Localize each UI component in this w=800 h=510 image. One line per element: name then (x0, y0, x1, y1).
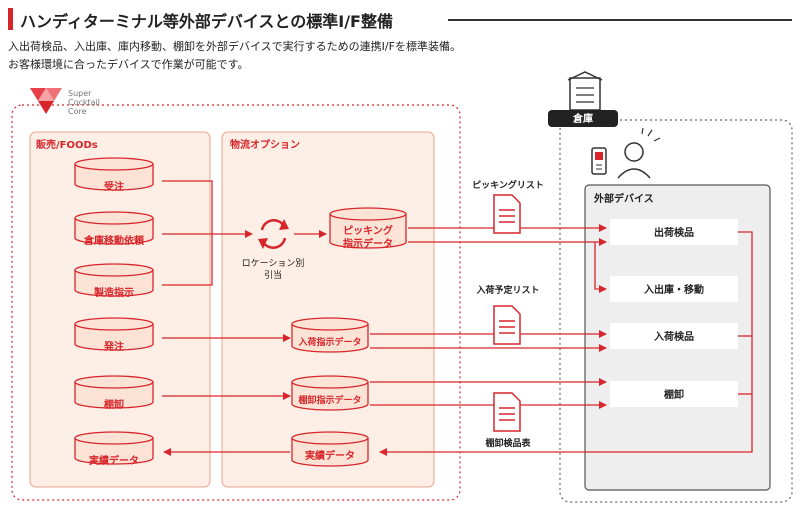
warehouse-transfer-request-label: 倉庫移動依頼 (83, 234, 145, 247)
inventory-check-sheet-label: 棚卸検品表 (485, 437, 531, 449)
logistics-panel-title: 物流オプション (230, 138, 300, 151)
location-allocation-label-2: 引当 (264, 269, 282, 281)
external-device-title: 外部デバイス (593, 192, 654, 205)
sales-results-label: 実績データ (89, 454, 139, 467)
title-underline (448, 19, 792, 21)
device-receiving-inspection-label: 入荷検品 (654, 330, 694, 343)
arrow-to-stock-movement (594, 242, 607, 293)
receiving-label: 入荷指示データ (297, 336, 361, 348)
person-icon (617, 127, 661, 179)
device-inventory: 棚卸 (610, 381, 738, 407)
device-inventory-label: 棚卸 (664, 388, 684, 401)
warehouse-badge (548, 110, 618, 127)
description-line-2: お客様環境に合ったデバイスで作業が可能です。 (8, 58, 249, 71)
system-frame (11, 104, 461, 501)
document-icon (493, 305, 521, 345)
device-stock-movement: 入出庫・移動 (610, 276, 738, 302)
order-manufacturing-bracket (162, 180, 213, 286)
document-icon (493, 194, 521, 234)
sales-results-db: 実績データ (74, 431, 154, 467)
page-title: ハンディターミナル等外部デバイスとの標準I/F整備 (20, 12, 393, 31)
building-icon (567, 71, 603, 111)
manufacturing-order-label: 製造指示 (93, 286, 134, 299)
picking-instruction-db: ピッキング 指示データ (329, 207, 407, 250)
device-receiving-inspection: 入荷検品 (610, 323, 738, 349)
receiving-schedule-list-label: 入荷予定リスト (475, 284, 539, 296)
title-accent-bar (8, 8, 13, 30)
warehouse-label: 倉庫 (572, 112, 593, 125)
device-stock-movement-label: 入出庫・移動 (644, 283, 704, 296)
super-cocktail-core-logo: Super Cocktail Core (30, 88, 100, 116)
inventory-db: 棚卸 (74, 375, 154, 411)
warehouse-frame (559, 119, 793, 503)
device-shipping-inspection: 出荷検品 (610, 219, 738, 245)
purchase-order-db: 発注 (74, 317, 154, 353)
order-label: 受注 (104, 180, 124, 193)
picking-label-2: 指示データ (343, 237, 393, 250)
receiving-instruction-db: 入荷指示データ (291, 317, 369, 353)
logistics-results-label: 実績データ (305, 449, 355, 462)
location-allocation-label-1: ロケーション別 (242, 258, 305, 269)
device-shipping-inspection-label: 出荷検品 (654, 226, 694, 239)
sales-panel-title: 販売/FOODs (36, 138, 98, 151)
handheld-terminal-icon (591, 147, 607, 175)
logo-text-1: Super (68, 89, 92, 98)
logistics-results-db: 実績データ (291, 431, 369, 467)
arrow-devices-to-results (379, 231, 753, 456)
refresh-icon (258, 219, 289, 249)
document-icon (493, 392, 521, 432)
inventory-instruction-label: 棚卸指示データ (298, 394, 361, 406)
purchase-order-label: 発注 (103, 340, 124, 353)
inventory-label: 棚卸 (104, 398, 124, 411)
inventory-instruction-db: 棚卸指示データ (291, 375, 369, 411)
picking-label-1: ピッキング (343, 224, 393, 237)
warehouse-transfer-request-db: 倉庫移動依頼 (74, 211, 154, 247)
logo-text-2: Cocktail (68, 98, 100, 107)
manufacturing-order-db: 製造指示 (74, 263, 154, 299)
logo-text-3: Core (68, 107, 87, 116)
order-db: 受注 (74, 157, 154, 193)
description-line-1: 入出荷検品、入出庫、庫内移動、棚卸を外部デバイスで実行するための連携I/Fを標準… (8, 40, 461, 53)
picking-list-label: ピッキングリスト (472, 179, 544, 191)
